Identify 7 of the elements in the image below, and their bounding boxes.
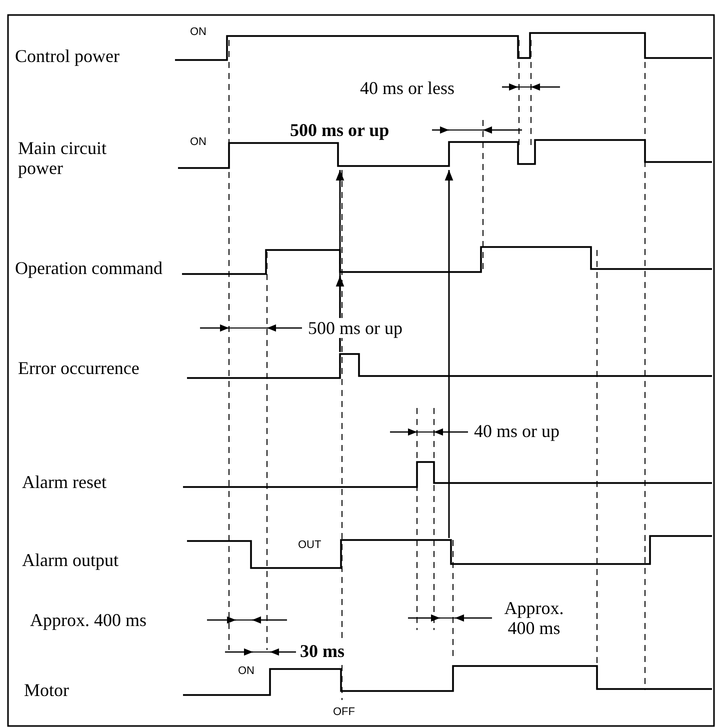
state-label: ON (190, 136, 206, 148)
state-label: ON (238, 665, 254, 677)
state-label: OFF (333, 706, 355, 718)
timing-label: 500 ms or up (308, 318, 402, 338)
state-label: OUT (298, 539, 322, 551)
state-label: ON (190, 26, 206, 38)
timing-label: 30 ms (300, 641, 344, 661)
